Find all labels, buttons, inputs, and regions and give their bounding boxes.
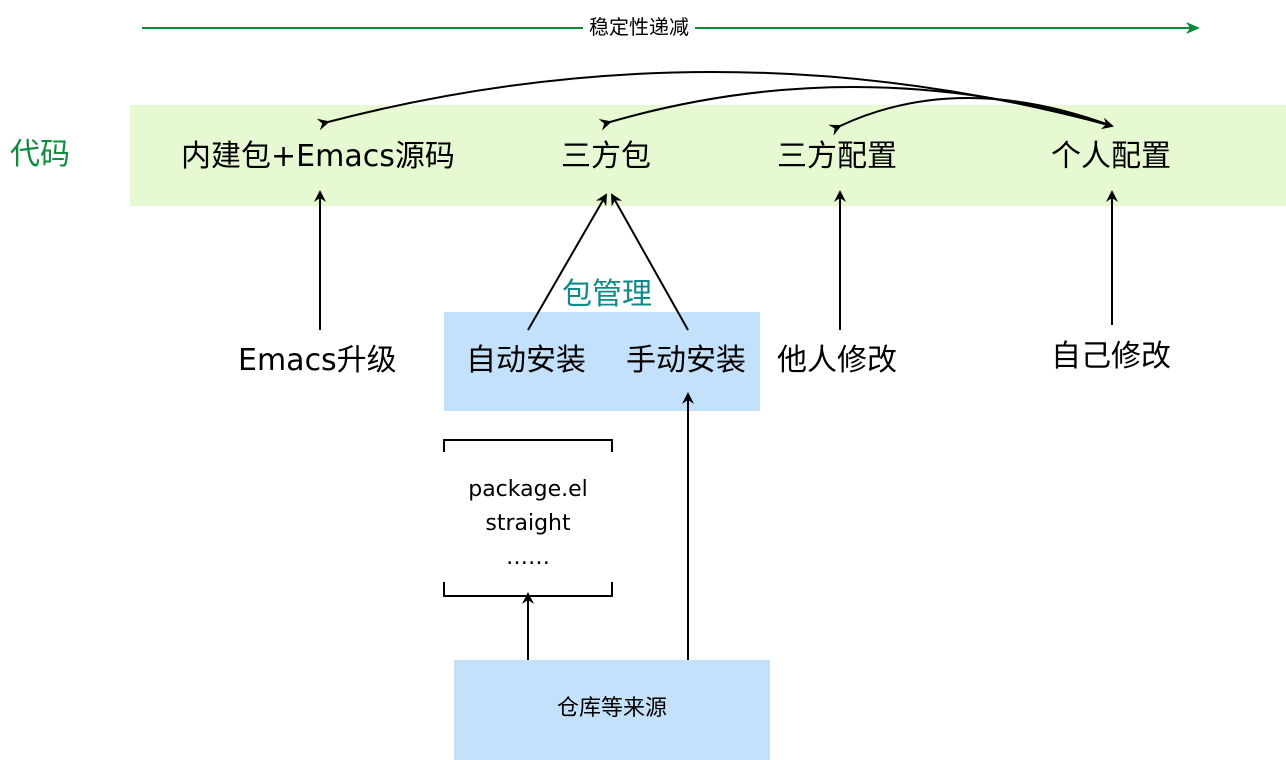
curve-thirdconfig-personal bbox=[828, 97, 1113, 136]
code-item-personal-config: 个人配置 bbox=[1051, 139, 1171, 174]
package-tools-list: package.el straight …… bbox=[444, 473, 612, 575]
code-item-builtin: 内建包+Emacs源码 bbox=[181, 139, 455, 174]
repository-box bbox=[454, 660, 770, 760]
package-management-box bbox=[444, 312, 760, 411]
code-item-thirdparty-config: 三方配置 bbox=[777, 139, 897, 174]
package-management-label: 包管理 bbox=[562, 277, 652, 312]
others-modify-label: 他人修改 bbox=[777, 343, 897, 378]
emacs-upgrade-label: Emacs升级 bbox=[238, 343, 397, 378]
tools-bracket-bottom bbox=[443, 582, 613, 597]
tool-item: package.el bbox=[468, 477, 588, 502]
stability-label: 稳定性递减 bbox=[583, 17, 695, 37]
self-modify-label: 自己修改 bbox=[1051, 339, 1171, 374]
arrow-manual-install bbox=[611, 193, 689, 331]
auto-install-label: 自动安装 bbox=[466, 343, 586, 378]
tool-item: straight bbox=[485, 511, 571, 536]
code-label: 代码 bbox=[10, 137, 70, 172]
manual-install-label: 手动安装 bbox=[626, 343, 746, 378]
code-item-thirdparty-package: 三方包 bbox=[561, 139, 651, 174]
tools-bracket-top bbox=[443, 439, 613, 452]
tool-item: …… bbox=[506, 545, 550, 570]
arrow-auto-install bbox=[527, 193, 608, 331]
repository-label: 仓库等来源 bbox=[556, 696, 667, 721]
curve-thirdparty-personal bbox=[598, 85, 1113, 131]
